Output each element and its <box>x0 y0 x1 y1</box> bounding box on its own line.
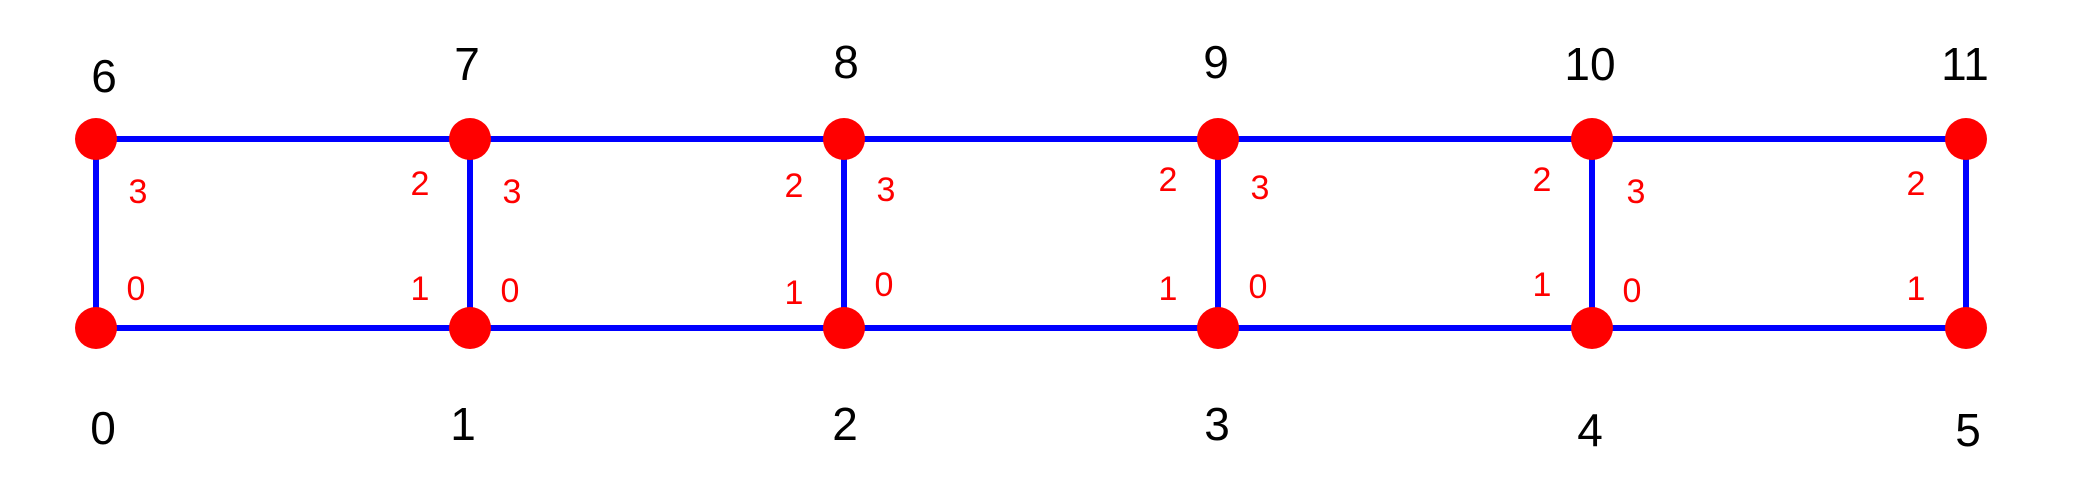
node-0 <box>75 307 117 349</box>
node-label-5: 5 <box>1955 404 1981 456</box>
cell-2-local-label-3: 3 <box>877 171 896 209</box>
mesh-edges <box>93 136 1969 331</box>
cell-4-local-label-1: 1 <box>1907 270 1926 308</box>
cell-2-local-label-1: 1 <box>1159 270 1178 308</box>
node-3 <box>1197 307 1239 349</box>
cell-0-local-label-3: 3 <box>129 173 148 211</box>
node-label-3: 3 <box>1204 398 1230 450</box>
cell-2-local-label-0: 0 <box>875 266 894 304</box>
cell-0-local-label-1: 1 <box>411 270 430 308</box>
cell-0-local-label-2: 2 <box>411 165 430 203</box>
node-label-6: 6 <box>91 50 117 102</box>
node-11 <box>1945 118 1987 160</box>
node-label-2: 2 <box>832 398 858 450</box>
cell-2-local-label-2: 2 <box>1159 161 1178 199</box>
cell-1-local-label-2: 2 <box>785 167 804 205</box>
cell-3-local-label-3: 3 <box>1251 169 1270 207</box>
local-corner-labels: 0 1 2 3 0 1 2 3 0 1 2 3 0 1 2 3 0 1 2 3 <box>127 161 1926 312</box>
cell-3-local-label-1: 1 <box>1533 266 1552 304</box>
cell-0-local-label-0: 0 <box>127 270 146 308</box>
node-label-9: 9 <box>1203 36 1229 88</box>
node-label-1: 1 <box>450 398 476 450</box>
node-label-10: 10 <box>1564 38 1615 90</box>
cell-1-local-label-0: 0 <box>501 272 520 310</box>
cell-4-local-label-3: 3 <box>1627 173 1646 211</box>
node-10 <box>1571 118 1613 160</box>
cell-4-local-label-2: 2 <box>1907 165 1926 203</box>
mesh-nodes <box>75 118 1987 349</box>
node-8 <box>823 118 865 160</box>
node-2 <box>823 307 865 349</box>
node-9 <box>1197 118 1239 160</box>
cell-4-local-label-0: 0 <box>1623 272 1642 310</box>
node-7 <box>449 118 491 160</box>
node-label-8: 8 <box>833 36 859 88</box>
node-label-0: 0 <box>90 402 116 454</box>
node-1 <box>449 307 491 349</box>
node-label-11: 11 <box>1941 38 1989 90</box>
cell-1-local-label-1: 1 <box>785 274 804 312</box>
node-label-4: 4 <box>1577 404 1603 456</box>
cell-1-local-label-3: 3 <box>503 173 522 211</box>
node-4 <box>1571 307 1613 349</box>
node-6 <box>75 118 117 160</box>
node-label-7: 7 <box>454 38 480 90</box>
cell-3-local-label-2: 2 <box>1533 161 1552 199</box>
cell-3-local-label-0: 0 <box>1249 268 1268 306</box>
node-5 <box>1945 307 1987 349</box>
